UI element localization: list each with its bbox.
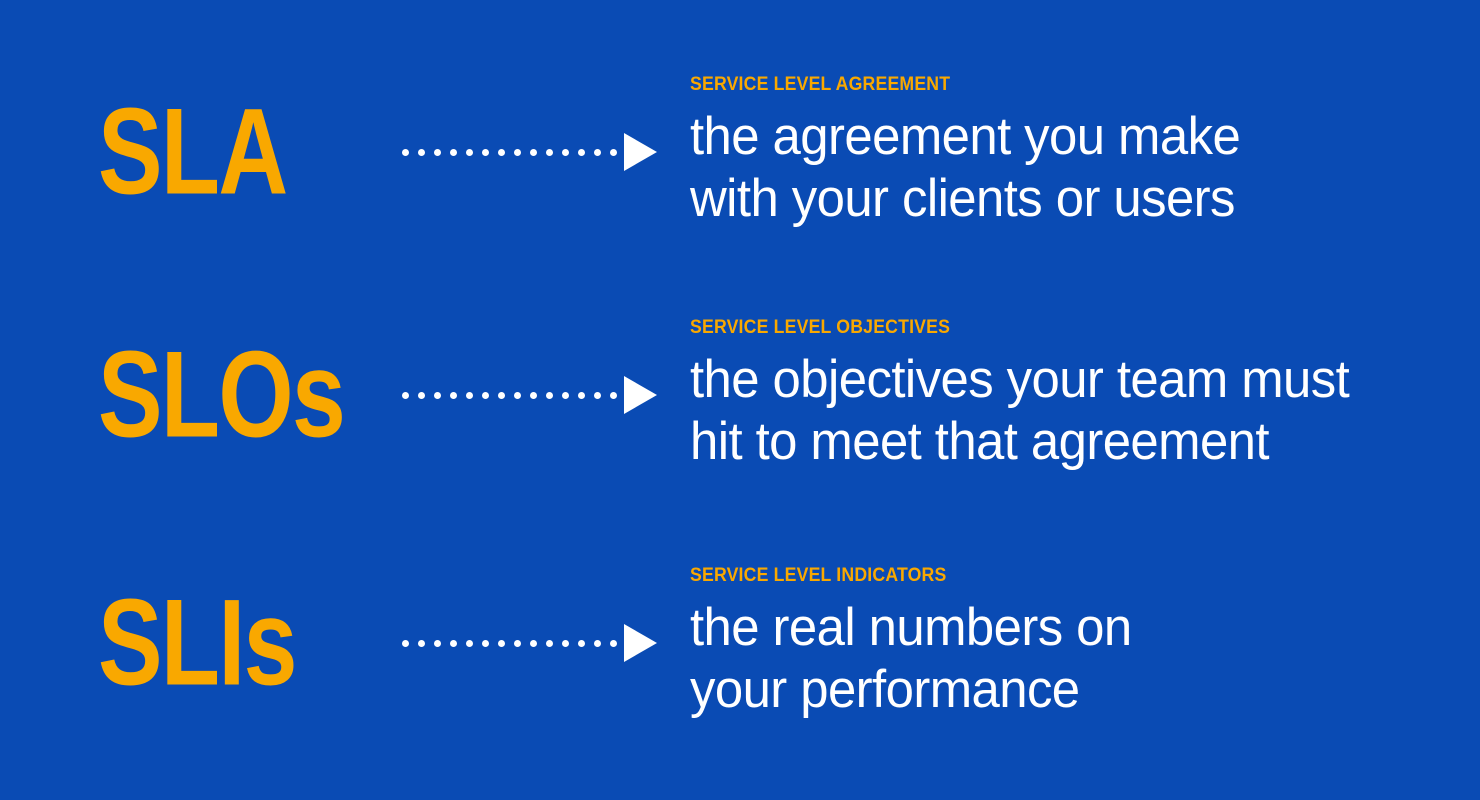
connector-dot — [514, 391, 521, 399]
connector-dot — [594, 639, 601, 647]
connector-dot — [498, 148, 505, 156]
connector-dot — [578, 391, 585, 399]
dotted-arrow-right-icon — [400, 376, 660, 414]
definition-text-column: SERVICE LEVEL OBJECTIVES the objectives … — [690, 317, 1480, 473]
connector-dot — [610, 148, 617, 156]
definition-row-slis: SLIs SERVICE LEVEL INDICA — [0, 553, 1480, 733]
dot-track — [402, 148, 617, 156]
connector-dot — [402, 391, 409, 399]
connector-dot — [418, 148, 425, 156]
connector-dot — [562, 391, 569, 399]
arrowhead-icon — [624, 133, 657, 171]
connector-dot — [498, 391, 505, 399]
arrowhead-icon — [624, 376, 657, 414]
connector-dot — [418, 391, 425, 399]
acronym-column: SLA — [98, 83, 398, 221]
connector-dot — [610, 639, 617, 647]
connector-dot — [578, 148, 585, 156]
connector-dot — [482, 639, 489, 647]
connector-dot — [450, 639, 457, 647]
connector-dot — [594, 391, 601, 399]
definition-line: the agreement you make — [690, 107, 1241, 166]
connector-dot — [434, 391, 441, 399]
connector-dot — [514, 639, 521, 647]
dotted-arrow-right-icon — [400, 624, 660, 662]
definition-line: with your clients or users — [690, 169, 1235, 228]
connector-dot — [482, 391, 489, 399]
dot-track — [402, 391, 617, 399]
connector-dot — [482, 148, 489, 156]
dotted-arrow-right-icon — [400, 133, 660, 171]
connector-dot — [450, 391, 457, 399]
eyebrow-label-slis: SERVICE LEVEL INDICATORS — [690, 565, 947, 586]
definition-line: hit to meet that agreement — [690, 412, 1270, 471]
connector-dot — [546, 148, 553, 156]
connector-dot — [466, 639, 473, 647]
acronym-slos: SLOs — [98, 326, 346, 464]
connector-dot — [434, 148, 441, 156]
definition-row-sla: SLA SERVICE LEVEL AGREEME — [0, 62, 1480, 242]
definition-text-column: SERVICE LEVEL AGREEMENT the agreement yo… — [690, 74, 1480, 230]
connector-dot — [594, 148, 601, 156]
acronym-sla: SLA — [98, 83, 288, 221]
acronym-column: SLIs — [98, 574, 398, 712]
definition-line: the real numbers on — [690, 598, 1132, 657]
connector-dot — [546, 391, 553, 399]
connector-dot — [450, 148, 457, 156]
connector-dot — [562, 639, 569, 647]
eyebrow-label-sla: SERVICE LEVEL AGREEMENT — [690, 74, 951, 95]
dot-track — [402, 639, 617, 647]
connector-dot — [466, 148, 473, 156]
connector-dot — [530, 148, 537, 156]
connector-dot — [402, 639, 409, 647]
definition-line: your performance — [690, 660, 1080, 719]
connector-dot — [434, 639, 441, 647]
definition-text-column: SERVICE LEVEL INDICATORS the real number… — [690, 565, 1480, 721]
definition-line: the objectives your team must — [690, 350, 1350, 409]
connector-dot — [546, 639, 553, 647]
connector-dot — [610, 391, 617, 399]
definition-row-slos: SLOs SERVICE LEVEL OBJECT — [0, 305, 1480, 485]
arrowhead-icon — [624, 624, 657, 662]
connector-dot — [514, 148, 521, 156]
eyebrow-label-slos: SERVICE LEVEL OBJECTIVES — [690, 317, 951, 338]
connector-dot — [466, 391, 473, 399]
acronym-slis: SLIs — [98, 574, 297, 712]
connector-dot — [578, 639, 585, 647]
connector-dot — [530, 391, 537, 399]
connector-dot — [418, 639, 425, 647]
connector-dot — [562, 148, 569, 156]
connector-dot — [498, 639, 505, 647]
connector-dot — [402, 148, 409, 156]
connector-dot — [530, 639, 537, 647]
acronym-column: SLOs — [98, 326, 398, 464]
